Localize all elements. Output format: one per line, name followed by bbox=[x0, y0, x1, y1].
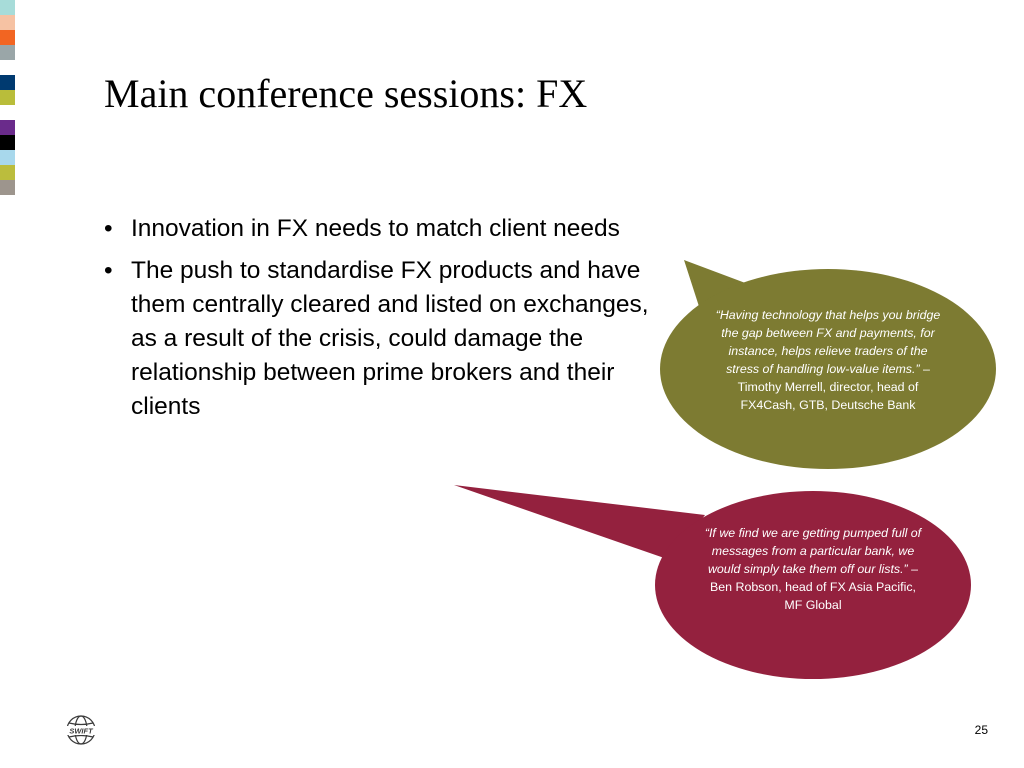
page-number: 25 bbox=[974, 723, 988, 737]
quote-attribution: – Timothy Merrell, director, head of FX4… bbox=[737, 362, 930, 412]
strip-swatch-5 bbox=[0, 75, 15, 90]
strip-gap bbox=[0, 60, 15, 75]
strip-swatch-6 bbox=[0, 90, 15, 105]
strip-swatch-9 bbox=[0, 150, 15, 165]
strip-swatch-4 bbox=[0, 45, 15, 60]
bubble-body-maroon bbox=[655, 491, 971, 679]
strip-swatch-1 bbox=[0, 0, 15, 15]
strip-swatch-10 bbox=[0, 165, 15, 180]
quote-text: “Having technology that helps you bridge… bbox=[715, 308, 941, 376]
bullet-text: Innovation in FX needs to match client n… bbox=[131, 215, 620, 242]
bullet-list: • Innovation in FX needs to match client… bbox=[104, 212, 704, 432]
speech-bubble-maroon bbox=[454, 485, 971, 679]
speech-bubble-olive bbox=[660, 260, 996, 469]
strip-swatch-3 bbox=[0, 30, 15, 45]
strip-gap bbox=[0, 105, 15, 120]
quote-text: “If we find we are getting pumped full o… bbox=[704, 526, 922, 576]
quote-robson: “If we find we are getting pumped full o… bbox=[700, 524, 926, 614]
logo-label-bg bbox=[66, 726, 96, 735]
bullet-text: The push to standardise FX products and … bbox=[131, 257, 649, 420]
bullet-item: • The push to standardise FX products an… bbox=[104, 254, 656, 424]
strip-swatch-11 bbox=[0, 180, 15, 195]
quote-attribution: – Ben Robson, head of FX Asia Pacific, M… bbox=[710, 562, 919, 612]
slide-title: Main conference sessions: FX bbox=[104, 71, 588, 116]
strip-swatch-7 bbox=[0, 120, 15, 135]
swift-logo: SWIFT bbox=[66, 715, 96, 745]
bubble-body-olive bbox=[660, 269, 996, 469]
quote-merrell: “Having technology that helps you bridge… bbox=[712, 306, 944, 414]
strip-swatch-8 bbox=[0, 135, 15, 150]
bullet-dot: • bbox=[104, 215, 113, 242]
strip-swatch-2 bbox=[0, 15, 15, 30]
bubble-tail-maroon bbox=[454, 485, 705, 560]
logo-text: SWIFT bbox=[69, 727, 94, 736]
bullet-dot: • bbox=[104, 257, 113, 284]
color-strip bbox=[0, 0, 15, 195]
bullet-item: • Innovation in FX needs to match client… bbox=[104, 212, 704, 246]
